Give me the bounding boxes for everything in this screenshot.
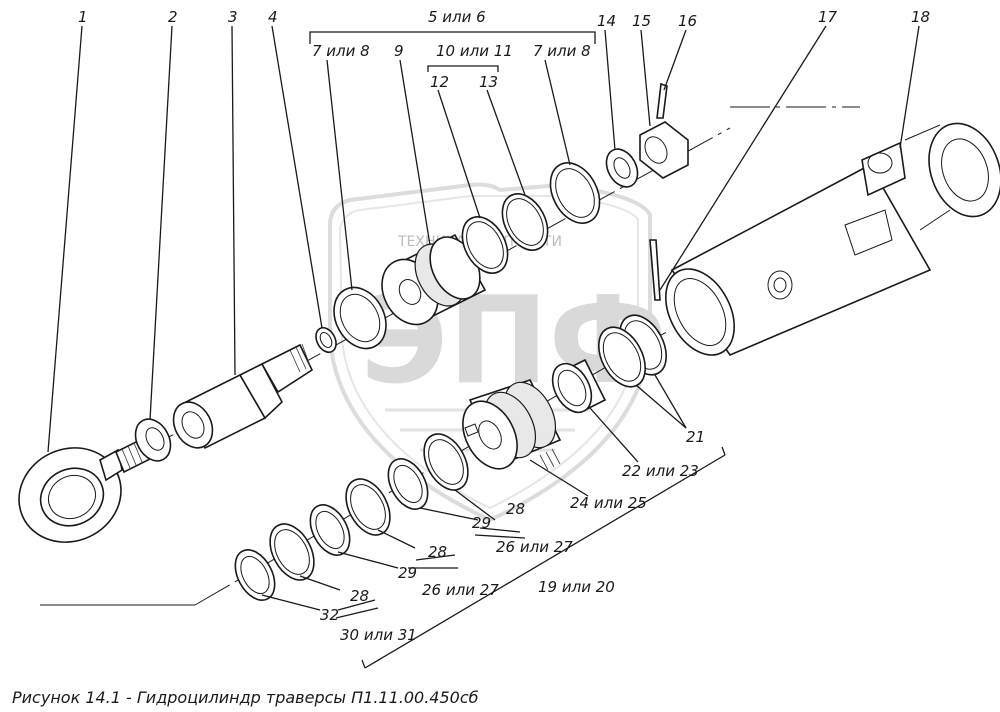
callout-22-or-23: 22 или 23 <box>622 462 699 480</box>
callout-9: 9 <box>394 42 404 60</box>
eye-end-part <box>18 433 160 543</box>
seal-rings-21-part <box>598 314 667 388</box>
callout-7-or-8-left: 7 или 8 <box>312 42 370 60</box>
callout-3: 3 <box>228 8 238 26</box>
callout-10-or-11: 10 или 11 <box>436 42 513 60</box>
piston-part <box>462 379 562 471</box>
callout-30-or-31: 30 или 31 <box>340 626 417 644</box>
top-port <box>861 141 906 197</box>
callout-32: 32 <box>320 606 339 624</box>
callout-labels: 1 2 3 4 5 или 6 7 или 8 9 10 или 11 12 1… <box>78 8 930 644</box>
callout-7-or-8-right: 7 или 8 <box>533 42 591 60</box>
callout-24-or-25: 24 или 25 <box>570 494 647 512</box>
callout-18: 18 <box>911 8 930 26</box>
callout-29-middle: 29 <box>398 564 417 582</box>
callout-17: 17 <box>818 8 838 26</box>
seal-set-middle-part <box>309 478 391 556</box>
callout-5-or-6: 5 или 6 <box>428 8 486 26</box>
callout-2: 2 <box>168 8 178 26</box>
cylinder-eye <box>904 122 1000 231</box>
callout-26-or-27-upper: 26 или 27 <box>496 538 573 556</box>
seal-set-upper-part <box>387 433 469 510</box>
cotter-pin-top-part <box>656 82 668 119</box>
leader-lines <box>47 25 920 669</box>
cotter-pin-part <box>649 239 661 301</box>
callout-29-upper: 29 <box>472 514 491 532</box>
callout-16: 16 <box>678 12 697 30</box>
seal-ring-12-part <box>461 216 509 274</box>
nut-part <box>639 121 689 179</box>
callout-28-middle: 28 <box>428 543 447 561</box>
piston-bushing-part <box>551 358 607 414</box>
callout-26-or-27-middle: 26 или 27 <box>422 581 499 599</box>
figure-caption: Рисунок 14.1 - Гидроцилиндр траверсы П1.… <box>12 688 479 707</box>
seal-set-lower-part <box>234 523 315 601</box>
seal-ring-13-part <box>501 193 549 251</box>
callout-15: 15 <box>632 12 651 30</box>
callout-28-upper: 28 <box>506 500 525 518</box>
callout-1: 1 <box>78 8 88 26</box>
callout-28-lower: 28 <box>350 587 369 605</box>
rod-part <box>172 343 314 450</box>
guide-ring-right-part <box>549 162 601 224</box>
callout-21: 21 <box>686 428 705 446</box>
guide-ring-left-part <box>333 286 387 350</box>
washer-top-part <box>605 148 639 188</box>
callout-19-or-20: 19 или 20 <box>538 578 615 596</box>
callout-4: 4 <box>268 8 278 26</box>
washer-part <box>134 418 172 462</box>
callout-14: 14 <box>597 12 616 30</box>
cylinder-body-part <box>665 122 1000 356</box>
callout-12: 12 <box>430 73 449 91</box>
o-ring-small-part <box>315 326 337 354</box>
callout-13: 13 <box>479 73 498 91</box>
